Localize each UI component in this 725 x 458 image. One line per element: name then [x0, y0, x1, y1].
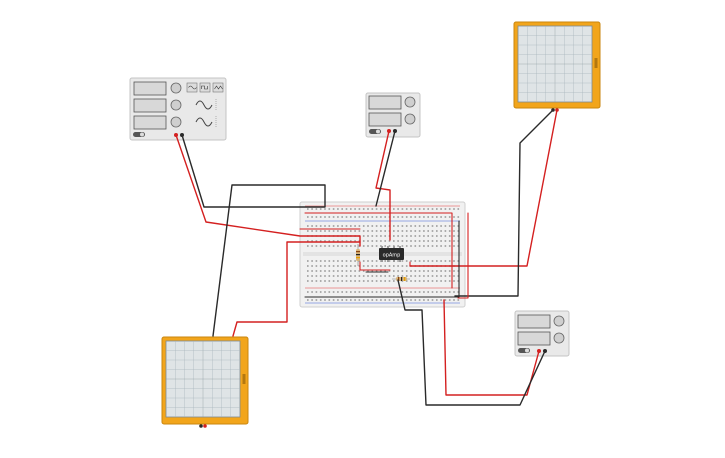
oscilloscope-bottom-probe-negative[interactable]	[199, 424, 203, 428]
wires	[175, 109, 558, 406]
voltage-display-2	[517, 314, 551, 329]
triangle-wave-button[interactable]	[212, 82, 224, 93]
sine-wave-icon	[195, 100, 213, 110]
resistor-left[interactable]	[356, 244, 360, 266]
oscilloscope-bottom[interactable]	[161, 336, 249, 428]
oscilloscope-bottom-grid	[166, 341, 240, 417]
current-knob[interactable]	[404, 113, 416, 125]
op-amp-ic[interactable]: opAmp	[379, 246, 404, 262]
oscilloscope-top-grid	[518, 26, 592, 102]
oscilloscope-top-brand-mark	[594, 58, 598, 68]
power-supply-bottom[interactable]	[514, 310, 570, 357]
jumper-top-rail-positive[interactable]	[304, 212, 453, 289]
wire-scope-top-ground[interactable]	[454, 109, 554, 297]
current-display	[368, 112, 402, 127]
offset-knob[interactable]	[170, 116, 182, 128]
function-generator[interactable]	[129, 77, 227, 141]
voltage-knob-2[interactable]	[553, 315, 565, 327]
oscilloscope-top[interactable]	[513, 21, 601, 112]
sine-wave-button[interactable]	[186, 82, 198, 93]
frequency-knob[interactable]	[170, 82, 182, 94]
jumper-right-positive[interactable]	[457, 212, 469, 299]
function-generator-display-1	[133, 81, 167, 96]
jumper-feedback[interactable]	[359, 261, 391, 271]
wire-ps-bottom-positive[interactable]	[443, 299, 540, 396]
wire-scope-top-probe[interactable]	[409, 109, 558, 267]
current-display-2	[517, 331, 551, 346]
wire-ps-bottom-negative[interactable]	[397, 279, 546, 406]
amplitude-knob[interactable]	[170, 99, 182, 111]
power-supply-top[interactable]	[365, 92, 421, 138]
square-wave-button[interactable]	[199, 82, 211, 93]
voltage-knob[interactable]	[404, 96, 416, 108]
voltage-display	[368, 95, 402, 110]
jumper-ground-rail[interactable]	[304, 220, 460, 298]
wire-fg-ground[interactable]	[181, 134, 326, 337]
function-generator-display-3	[133, 115, 167, 130]
sine-wave-icon-2	[195, 117, 213, 127]
wire-ps-top-positive[interactable]	[375, 130, 391, 241]
op-amp-body	[379, 248, 404, 260]
wire-ps-top-negative[interactable]	[375, 130, 396, 207]
wire-scope-bottom-probe[interactable]	[232, 241, 361, 337]
op-amp-label: opAmp	[383, 253, 401, 259]
wire-fg-signal[interactable]	[175, 134, 361, 247]
current-knob-2[interactable]	[553, 332, 565, 344]
waveform-buttons	[186, 82, 224, 93]
oscilloscope-bottom-brand-mark	[242, 374, 246, 384]
resistor-bottom[interactable]	[392, 277, 410, 281]
function-generator-display-2	[133, 98, 167, 113]
oscilloscope-bottom-probe-positive[interactable]	[203, 424, 207, 428]
